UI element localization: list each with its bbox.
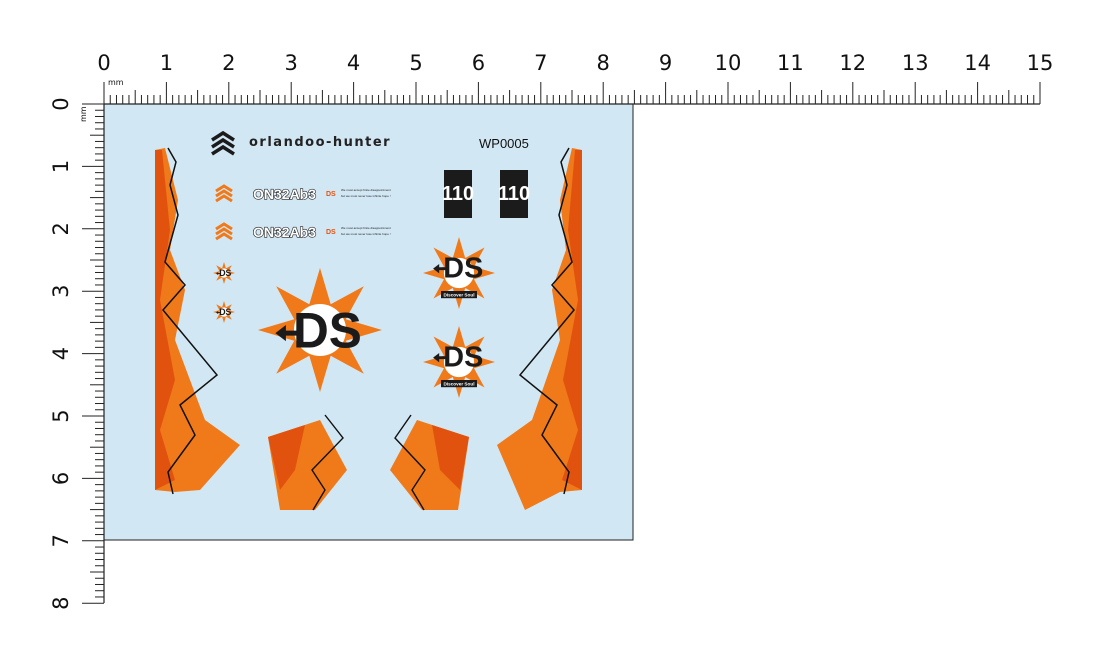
ruler-label: 10 — [715, 51, 742, 75]
orange-chevron-icon — [215, 222, 233, 241]
quote-line-1: We must accept finite disappointment — [341, 188, 391, 192]
ruler-label: 8 — [49, 597, 73, 610]
ruler-label: 2 — [222, 51, 235, 75]
ds-logo-text: DS — [219, 268, 231, 278]
product-code: WP0005 — [479, 136, 529, 151]
ds-logo-text: DS — [293, 302, 362, 358]
ds-star-logo: DS Discover Soul — [423, 237, 495, 309]
brand-name: orlandoo-hunter — [249, 135, 391, 150]
ruler-label: 13 — [902, 51, 929, 75]
ds-logo-text: DS — [443, 252, 483, 284]
ds-star-logo: DS — [258, 268, 382, 392]
ds-star-logo: DS — [213, 262, 235, 284]
ruler-label: 2 — [49, 222, 73, 235]
orange-chevron-icon — [215, 184, 233, 203]
ruler-label: 1 — [49, 160, 73, 173]
bottom-right-stripe-decal — [390, 414, 469, 511]
ruler-label: 9 — [659, 51, 672, 75]
ruler-label: 5 — [409, 51, 422, 75]
ds-banner-text: Discover Soul — [443, 381, 474, 386]
ds-star-logo: DS Discover Soul — [423, 326, 495, 398]
ds-star-logo: DS — [213, 301, 235, 323]
vertical-ruler-unit: mm — [79, 106, 88, 122]
ruler-label: 3 — [49, 285, 73, 298]
ruler-label: 5 — [49, 409, 73, 422]
ruler-label: 15 — [1027, 51, 1054, 75]
ruler-label: 11 — [777, 51, 804, 75]
number-110-decal: 110 — [498, 170, 530, 218]
left-side-stripe-decal — [155, 147, 240, 495]
ruler-label: 1 — [160, 51, 173, 75]
right-side-stripe-decal — [497, 147, 582, 510]
chevron-logo-icon — [211, 130, 235, 156]
number-110-decal: 110 — [442, 170, 474, 218]
ruler-label: 3 — [285, 51, 298, 75]
ruler-label: 4 — [347, 51, 360, 75]
quote-line-2: but we must never lose infinite hope ! — [341, 194, 391, 198]
vertical-ruler: 0 1 2 3 4 5 6 7 8 — [49, 97, 105, 610]
mini-ds-logo: DS — [326, 229, 336, 236]
number-110-text: 110 — [442, 183, 474, 205]
number-110-text: 110 — [498, 183, 530, 205]
ruler-label: 0 — [97, 51, 110, 75]
quote-line-2: but we must never lose infinite hope ! — [341, 232, 391, 236]
ruler-label: 12 — [839, 51, 866, 75]
plate-decal: ON32Ab3 — [253, 186, 316, 202]
ruler-label: 0 — [49, 97, 73, 110]
mini-ds-logo: DS — [326, 191, 336, 198]
bottom-left-stripe-decal — [268, 414, 347, 511]
ruler-label: 7 — [534, 51, 547, 75]
ruler-label: 14 — [964, 51, 991, 75]
ruler-label: 8 — [597, 51, 610, 75]
plate-decal: ON32Ab3 — [253, 224, 316, 240]
ds-logo-text: DS — [219, 307, 231, 317]
ds-logo-text: DS — [443, 341, 483, 373]
ruler-label: 6 — [49, 472, 73, 485]
ruler-label: 6 — [472, 51, 485, 75]
ruler-label: 7 — [49, 534, 73, 547]
ds-banner-text: Discover Soul — [443, 292, 474, 297]
ruler-label: 4 — [49, 347, 73, 360]
horizontal-ruler-unit: mm — [108, 78, 124, 87]
quote-line-1: We must accept finite disappointment — [341, 226, 391, 230]
